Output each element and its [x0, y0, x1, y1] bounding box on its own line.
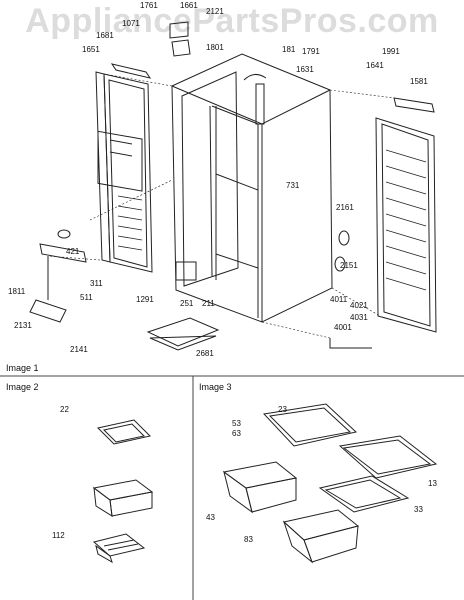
callout: 112 [52, 531, 65, 540]
callout: 251 [180, 299, 194, 308]
panel-label-image-1: Image 1 [6, 363, 39, 373]
callout: 1761 [140, 1, 158, 10]
freezer-door [95, 63, 153, 273]
callout: 2681 [196, 349, 214, 358]
callout: 421 [66, 247, 80, 256]
callout: 211 [202, 299, 215, 308]
callout: 1291 [136, 295, 154, 304]
callout: 33 [414, 505, 423, 514]
callout: 4001 [334, 323, 352, 332]
callout: 4011 [330, 295, 348, 304]
callout: 83 [244, 535, 253, 544]
callout: 1811 [8, 287, 26, 296]
callout: 53 [232, 419, 241, 428]
callout: 23 [278, 405, 287, 414]
callout: 63 [232, 429, 241, 438]
panel-label-image-3: Image 3 [199, 382, 232, 392]
image-2-parts [92, 419, 154, 564]
image-3-parts [222, 403, 438, 564]
callout: 4021 [350, 301, 368, 310]
callout: 4031 [350, 313, 368, 322]
callout: 2151 [340, 261, 358, 270]
callout: 1991 [382, 47, 400, 56]
callout: 1661 [180, 1, 198, 10]
callout: 1681 [96, 31, 114, 40]
fresh-food-door [375, 97, 437, 333]
callout: 1581 [410, 77, 428, 86]
callout: 1071 [122, 19, 140, 28]
callout: 13 [428, 479, 437, 488]
callout: 731 [286, 181, 300, 190]
callout: 311 [90, 279, 103, 288]
callout: 1631 [296, 65, 314, 74]
callout: 2121 [206, 7, 224, 16]
callout: 1651 [82, 45, 100, 54]
callout: 1791 [302, 47, 320, 56]
cabinet [171, 53, 333, 323]
callout: 2161 [336, 203, 354, 212]
callout: 181 [282, 45, 296, 54]
callout: 2141 [70, 345, 88, 354]
callout: 1641 [366, 61, 384, 70]
callout: 2131 [14, 321, 32, 330]
watermark: AppliancePartsPros.com [25, 2, 439, 40]
callout: 1801 [206, 43, 224, 52]
callout: 511 [80, 293, 93, 302]
callout: 22 [60, 405, 69, 414]
panel-label-image-2: Image 2 [6, 382, 39, 392]
callout: 43 [206, 513, 215, 522]
